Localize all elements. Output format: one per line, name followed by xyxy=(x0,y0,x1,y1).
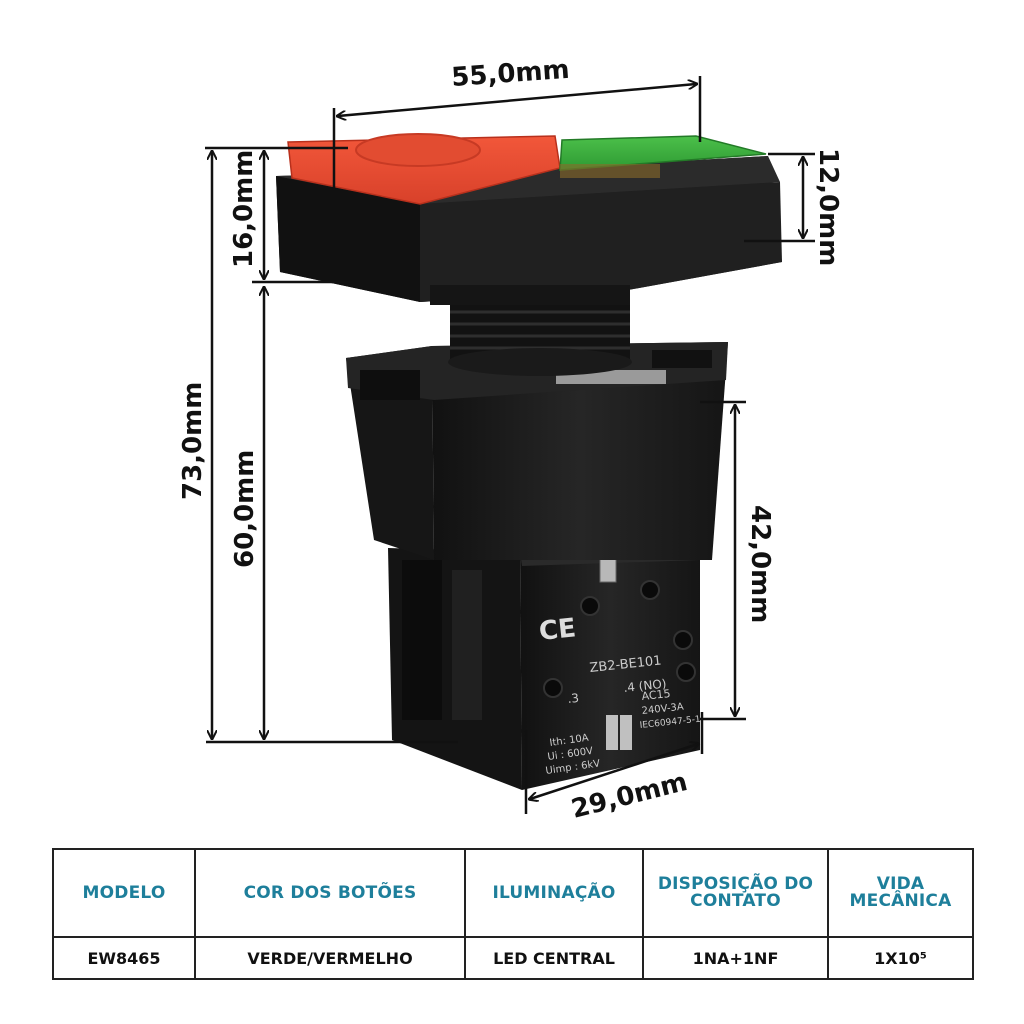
dim-block-height: 42,0mm xyxy=(745,505,775,623)
product-dimension-diagram: CE ZB2-BE101 .3 .4 (NO) AC15 240V-3A IEC… xyxy=(178,55,843,825)
contact-left-marking: .3 xyxy=(567,691,580,706)
threaded-neck xyxy=(448,300,632,376)
spec-header-row: MODELO COR DOS BOTÕES ILUMINAÇÃO DISPOSI… xyxy=(52,848,974,938)
dim-green-height: 12,0mm xyxy=(813,148,843,266)
dim-width-top: 55,0mm xyxy=(450,55,570,93)
header-vida-mecanica: VIDA MECÂNICA xyxy=(827,848,974,938)
dim-block-width: 29,0mm xyxy=(568,767,690,825)
dim-body-height: 60,0mm xyxy=(230,450,260,568)
header-modelo: MODELO xyxy=(52,848,196,938)
dimension-lines xyxy=(205,76,815,814)
value-cor-dos-botoes: VERDE/VERMELHO xyxy=(194,936,466,980)
ce-mark: CE xyxy=(538,613,578,647)
specification-table: MODELO COR DOS BOTÕES ILUMINAÇÃO DISPOSI… xyxy=(52,848,974,980)
rating-marking-1: AC15 xyxy=(641,687,671,703)
red-push-button xyxy=(287,133,561,205)
header-disposicao-do-contato: DISPOSIÇÃO DO CONTATO xyxy=(642,848,829,938)
value-vida-mecanica: 1X10⁵ xyxy=(827,936,974,980)
push-button-product: CE ZB2-BE101 .3 .4 (NO) AC15 240V-3A IEC… xyxy=(276,133,782,790)
contact-right-marking: .4 (NO) xyxy=(623,677,667,695)
rating-marking-2: 240V-3A xyxy=(641,702,684,717)
green-push-button xyxy=(559,135,767,178)
value-modelo: EW8465 xyxy=(52,936,196,980)
spec-value-row: EW8465 VERDE/VERMELHO LED CENTRAL 1NA+1N… xyxy=(52,936,974,980)
value-iluminacao: LED CENTRAL xyxy=(464,936,644,980)
value-disposicao-do-contato: 1NA+1NF xyxy=(642,936,829,980)
header-cor-dos-botoes: COR DOS BOTÕES xyxy=(194,848,466,938)
dim-head-height: 16,0mm xyxy=(229,150,259,268)
mounting-base xyxy=(346,342,728,560)
dim-total-height: 73,0mm xyxy=(178,382,208,500)
header-iluminacao: ILUMINAÇÃO xyxy=(464,848,644,938)
